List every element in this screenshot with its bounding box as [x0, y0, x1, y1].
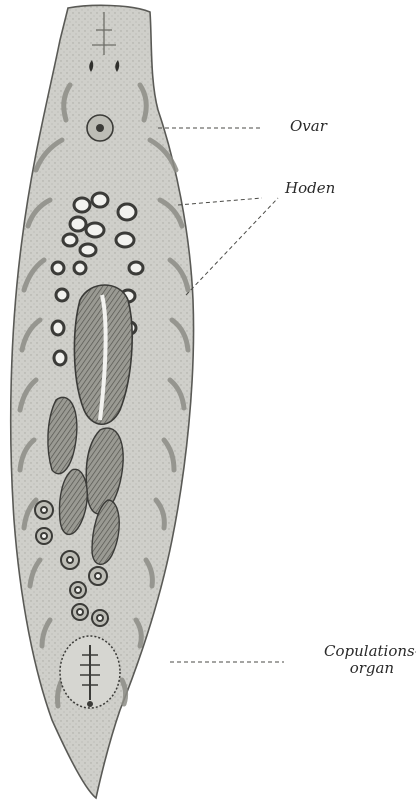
copulation-organ	[60, 636, 120, 708]
ovary	[87, 115, 113, 141]
label-ovar: Ovar	[290, 118, 327, 135]
label-copulationsorgan-line2: organ	[324, 660, 416, 677]
label-hoden: Hoden	[285, 180, 335, 197]
label-copulationsorgan: Copulations- organ	[324, 643, 416, 677]
label-copulationsorgan-line1: Copulations-	[324, 643, 416, 660]
